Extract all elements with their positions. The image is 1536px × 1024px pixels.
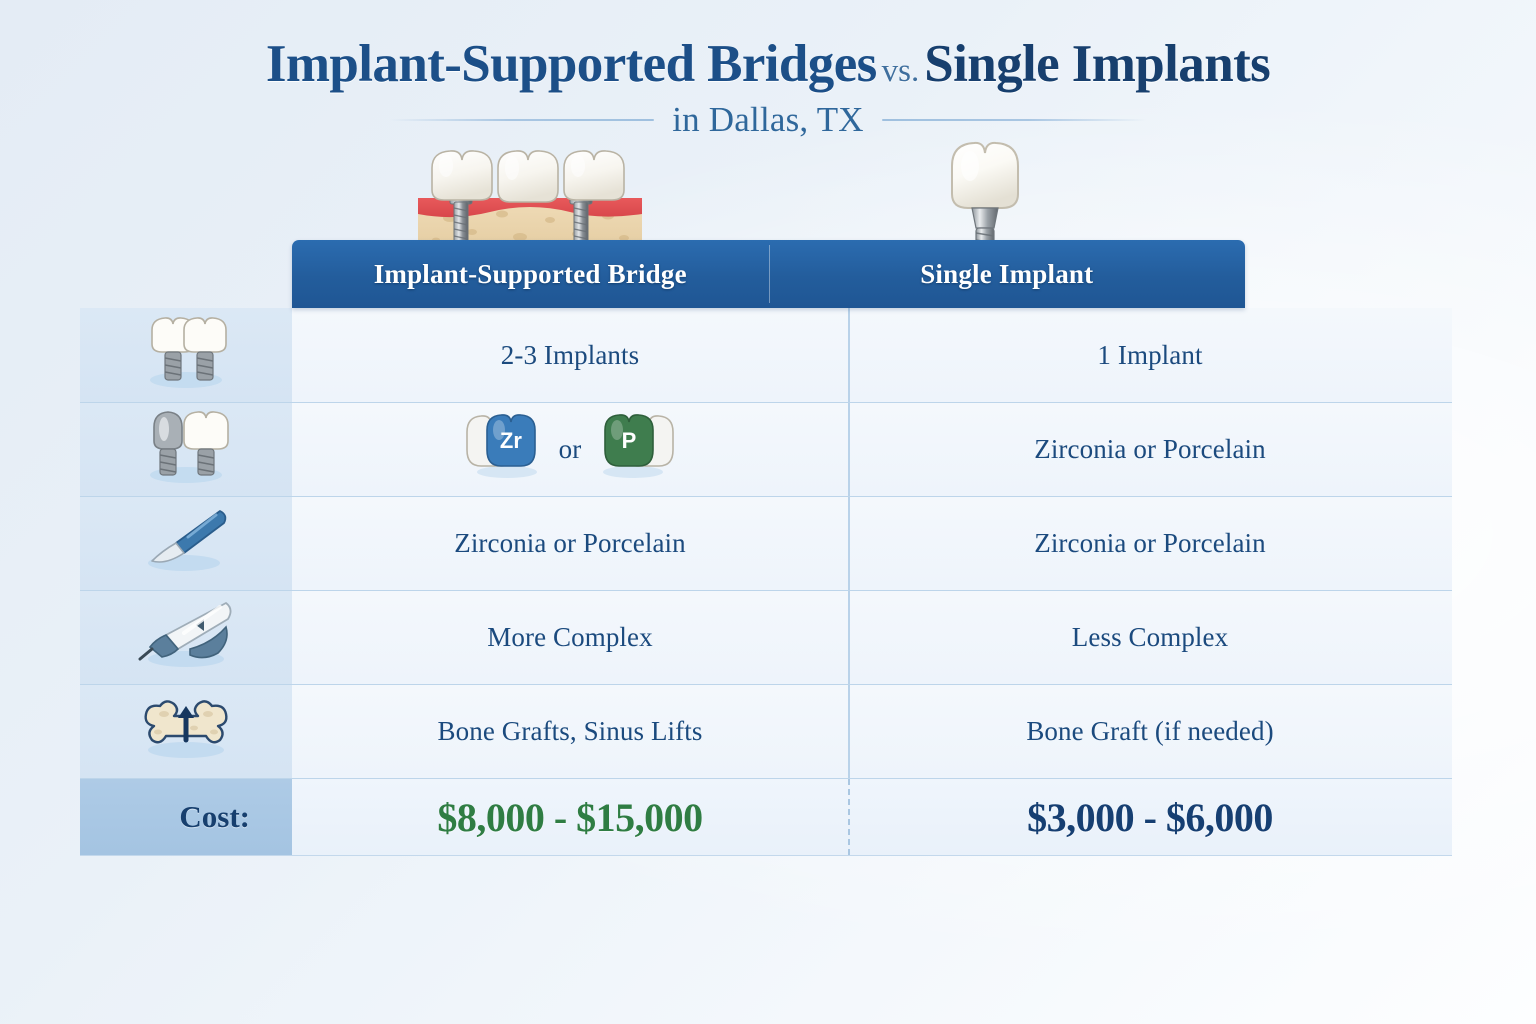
- cell-bridge-additional-procedures: Bone Grafts, Sinus Lifts: [292, 685, 848, 778]
- cell-single-material-2: Zirconia or Porcelain: [848, 497, 1452, 590]
- title-part-bridges: Implant-Supported Bridges: [265, 35, 877, 93]
- badge-conjunction-label: or: [558, 434, 582, 464]
- table-row: 2-3 Implants 1 Implant: [80, 308, 1452, 402]
- cell-single-cost: $3,000 - $6,000: [848, 779, 1452, 855]
- table-row: Zirconia or Porcelain Zirconia or Porcel…: [80, 496, 1452, 590]
- subtitle-row: in Dallas, TX: [0, 100, 1536, 140]
- table-row-cost: Cost: $8,000 - $15,000 $3,000 - $6,000: [80, 778, 1452, 856]
- cell-bridge-implant-count: 2-3 Implants: [292, 308, 848, 402]
- abutment-and-crown-icon: [138, 407, 234, 492]
- cell-bridge-cost: $8,000 - $15,000: [292, 779, 848, 855]
- table-header-row: Implant-Supported Bridge Single Implant: [292, 240, 1245, 308]
- material-badge-group: Zr or P: [461, 410, 680, 489]
- row-icon-cell: [80, 308, 292, 402]
- table-row: Zr or P Zirconia or Po: [80, 402, 1452, 496]
- cell-single-implant-count: 1 Implant: [848, 308, 1452, 402]
- cost-label: Cost:: [179, 799, 250, 834]
- cell-single-additional-procedures: Bone Graft (if needed): [848, 685, 1452, 778]
- row-icon-cell: [80, 497, 292, 590]
- porcelain-badge-icon: P: [587, 410, 679, 489]
- cell-single-material: Zirconia or Porcelain: [848, 403, 1452, 496]
- svg-text:P: P: [622, 428, 637, 453]
- cell-bridge-material-badges: Zr or P: [292, 403, 848, 496]
- two-implants-icon: [138, 314, 234, 397]
- column-header-single: Single Implant: [768, 240, 1246, 308]
- cost-value-single: $3,000 - $6,000: [1027, 794, 1273, 840]
- cost-value-bridge: $8,000 - $15,000: [437, 794, 703, 840]
- subtitle-location: in Dallas, TX: [672, 100, 864, 139]
- cell-bridge-complexity: More Complex: [292, 591, 848, 684]
- cell-bridge-material: Zirconia or Porcelain: [292, 497, 848, 590]
- column-header-bridge: Implant-Supported Bridge: [373, 258, 687, 289]
- title-vs: vs.: [881, 53, 920, 89]
- cell-single-complexity: Less Complex: [848, 591, 1452, 684]
- single-implant-illustration: [930, 136, 1040, 265]
- subtitle-rule-right: [881, 119, 1147, 121]
- svg-text:Zr: Zr: [500, 428, 523, 453]
- bone-graft-icon: [134, 692, 238, 771]
- table-row: More Complex Less Complex: [80, 590, 1452, 684]
- title-part-implants: Single Implants: [924, 35, 1271, 93]
- subtitle-rule-left: [389, 119, 655, 121]
- row-icon-cell: [80, 591, 292, 684]
- zirconia-badge-icon: Zr: [461, 410, 553, 489]
- dental-handpiece-icon: [134, 597, 238, 678]
- row-icon-cell: [80, 685, 292, 778]
- table-row: Bone Grafts, Sinus Lifts Bone Graft (if …: [80, 684, 1452, 778]
- scalpel-icon: [136, 503, 236, 584]
- table-body: 2-3 Implants 1 Implant: [80, 308, 1452, 856]
- cost-label-cell: Cost:: [80, 779, 292, 855]
- row-icon-cell: [80, 403, 292, 496]
